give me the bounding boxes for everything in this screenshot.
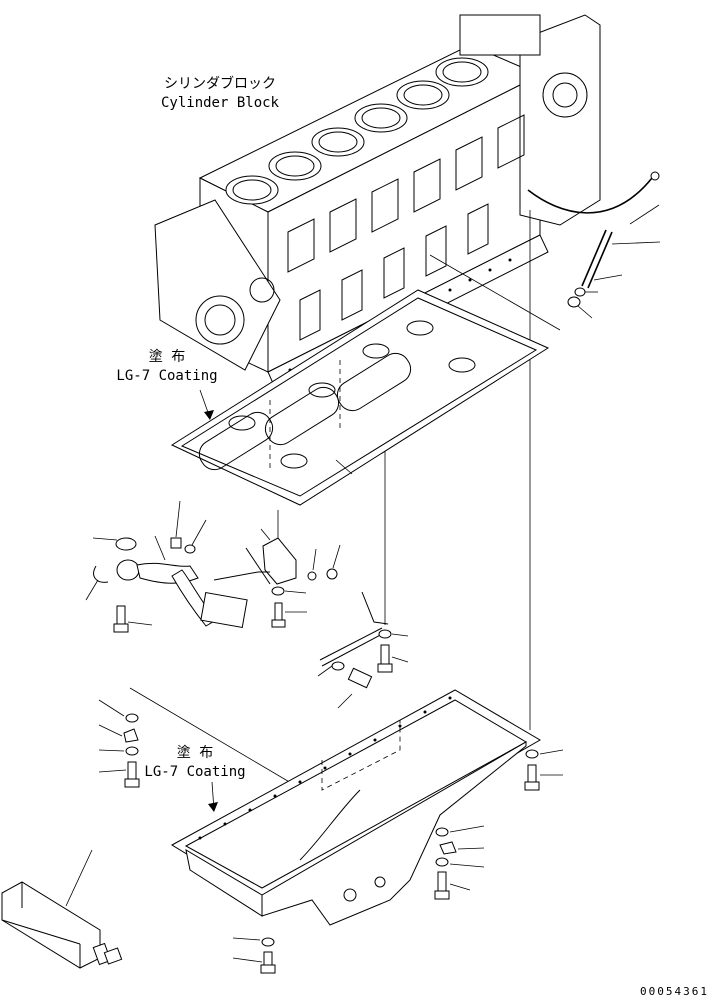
main-bearing-caps <box>299 203 489 341</box>
oil-pan-flange-holes <box>198 696 452 840</box>
block-side-openings <box>287 114 525 273</box>
tube-assembly <box>1 849 123 969</box>
coating-note-1-en: LG-7 Coating <box>116 368 218 384</box>
cylinder-liners <box>225 57 489 205</box>
cylinder-block-label-jp: シリンダブロック <box>164 76 276 92</box>
cylinder-block-label-en: Cylinder Block <box>160 95 279 111</box>
oil-pan-right-fasteners <box>434 749 564 900</box>
oil-pan-left-fasteners <box>98 699 140 788</box>
dipstick-assembly <box>527 171 661 319</box>
oil-pan <box>171 689 541 926</box>
oil-strainer-assembly <box>85 500 248 633</box>
coating-note-2-en: LG-7 Coating <box>144 764 246 780</box>
oil-pan-gasket-upper <box>170 289 550 506</box>
document-id: 00054361 <box>640 985 709 998</box>
cylinder-block <box>154 14 601 391</box>
coating-leaders <box>199 389 218 812</box>
strainer-bracket <box>213 528 341 628</box>
strainer-stay <box>317 591 409 709</box>
oil-pan-bottom-fasteners <box>232 937 276 974</box>
coating-note-1-jp: 塗 布 <box>148 349 186 365</box>
coating-note-2-jp: 塗 布 <box>176 745 214 761</box>
